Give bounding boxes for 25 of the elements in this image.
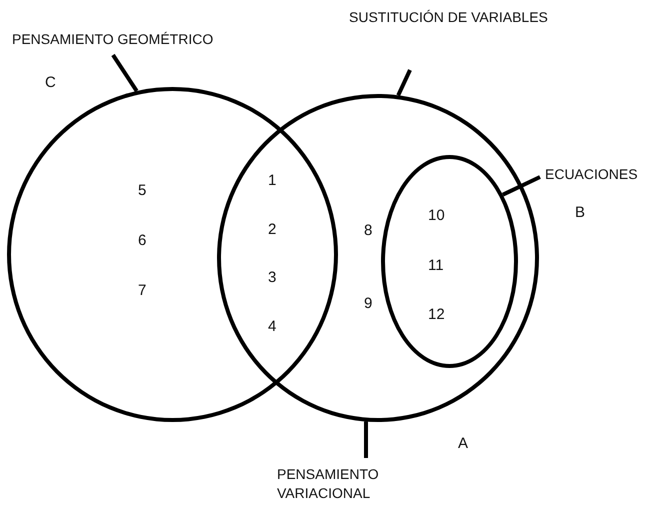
region-label: 6 xyxy=(138,232,146,249)
region-label: 12 xyxy=(428,306,445,323)
set-circle xyxy=(381,155,518,368)
set-circle xyxy=(217,94,539,422)
region-label: 4 xyxy=(268,318,276,335)
set-circle xyxy=(7,87,338,422)
region-label: 1 xyxy=(268,172,276,189)
set-label: SUSTITUCIÓN DE VARIABLES xyxy=(349,8,599,27)
set-label: PENSAMIENTO VARIACIONAL xyxy=(277,465,407,503)
region-label: 9 xyxy=(364,295,372,312)
leader-line xyxy=(364,422,368,458)
leader-line xyxy=(396,69,412,96)
region-label: 5 xyxy=(138,182,146,199)
set-label: PENSAMIENTO GEOMÉTRICO xyxy=(12,30,252,49)
region-label: C xyxy=(45,74,56,91)
region-label: A xyxy=(458,435,468,452)
region-label: 3 xyxy=(268,269,276,286)
region-label: 11 xyxy=(428,257,444,274)
leader-line xyxy=(111,54,138,92)
region-label: 10 xyxy=(428,207,445,224)
region-label: 7 xyxy=(138,282,146,299)
set-label: ECUACIONES xyxy=(545,165,655,184)
region-label: 2 xyxy=(268,221,276,238)
region-label: 8 xyxy=(364,222,372,239)
region-label: B xyxy=(575,204,586,221)
